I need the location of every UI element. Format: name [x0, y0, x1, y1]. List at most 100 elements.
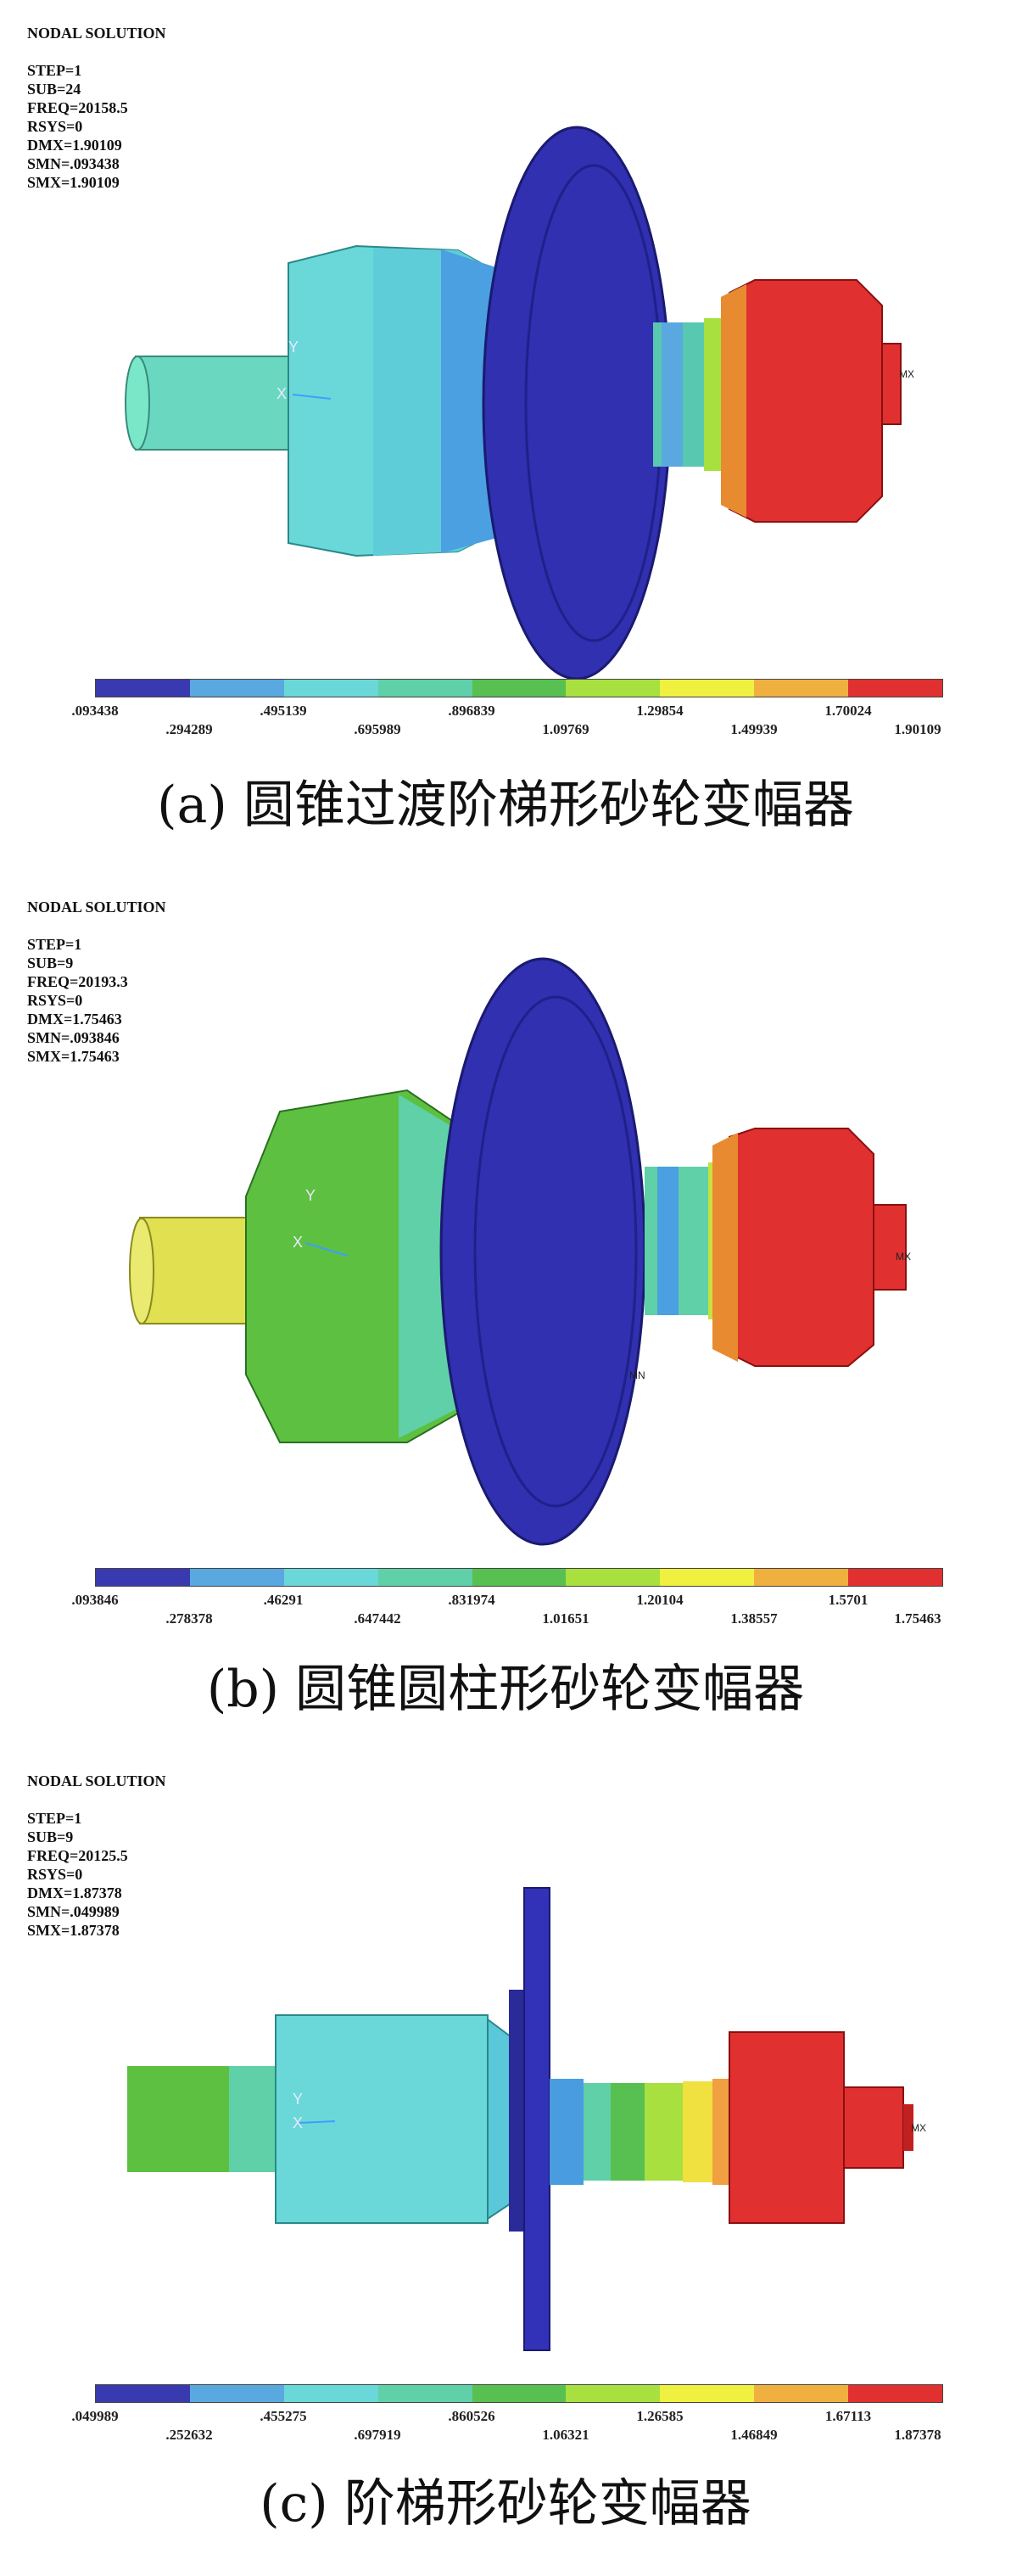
- info-dmx: DMX=1.90109: [27, 137, 122, 154]
- legend-swatch: [96, 680, 190, 697]
- collar: [729, 1128, 874, 1367]
- caption-c: (c) 阶梯形砂轮变幅器: [260, 2474, 751, 2534]
- tick: 1.75463: [894, 1610, 941, 1627]
- info-step: STEP=1: [27, 936, 82, 953]
- legend-ticks-c: .049989 .455275 .860526 1.26585 1.67113 …: [71, 2408, 943, 2450]
- shaft-right-band-3: [645, 2083, 683, 2181]
- legend-swatch: [472, 1569, 567, 1586]
- disc-ring: [473, 995, 638, 1508]
- tick: 1.49939: [730, 721, 778, 737]
- disc-back: [509, 1990, 528, 2232]
- tick: .647442: [354, 1610, 401, 1627]
- info-smx: SMX=1.90109: [27, 174, 120, 191]
- info-dmx: DMX=1.75463: [27, 1011, 122, 1028]
- legend-swatch: [377, 2385, 472, 2402]
- caption-a: (a) 圆锥过渡阶梯形砂轮变幅器: [157, 776, 854, 835]
- legend-swatch: [472, 2385, 567, 2402]
- legend-swatch: [189, 680, 284, 697]
- collar: [729, 2031, 845, 2224]
- legend-swatch: [566, 1569, 661, 1586]
- shaft-right-band-1: [550, 2079, 584, 2185]
- info-title: NODAL SOLUTION: [27, 25, 166, 42]
- legend-swatch: [660, 2385, 755, 2402]
- shaft-right-band-2: [611, 2083, 645, 2181]
- collar: [729, 279, 883, 523]
- shaft-right-band-4: [683, 2081, 712, 2182]
- collar-taper: [712, 1133, 738, 1362]
- legend-swatch: [848, 2385, 943, 2402]
- tick: 1.46849: [730, 2427, 778, 2443]
- legend-swatch: [754, 2385, 849, 2402]
- legend-swatch: [283, 2385, 378, 2402]
- info-title: NODAL SOLUTION: [27, 1772, 166, 1789]
- color-legend-c: [95, 2384, 943, 2403]
- info-rsys: RSYS=0: [27, 992, 83, 1009]
- info-sub: SUB=24: [27, 81, 81, 98]
- info-step: STEP=1: [27, 1810, 82, 1827]
- info-sub: SUB=9: [27, 955, 74, 972]
- horn-model-c: Y X MX: [127, 1887, 926, 2351]
- horn-model-a: Y X MX: [125, 126, 914, 679]
- tip-end: [903, 2104, 913, 2151]
- mx-label: MX: [899, 368, 914, 380]
- info-freq: FREQ=20125.5: [27, 1847, 128, 1864]
- legend-swatch: [283, 680, 378, 697]
- tick: 1.09769: [542, 721, 589, 737]
- tick: 1.87378: [894, 2427, 941, 2443]
- legend-swatch: [377, 1569, 472, 1586]
- tick: .093438: [71, 703, 119, 719]
- info-dmx: DMX=1.87378: [27, 1884, 122, 1901]
- legend-swatch: [660, 1569, 755, 1586]
- axis-x-label: X: [293, 2114, 303, 2131]
- shaft-left: [135, 356, 298, 451]
- tick: 1.26585: [636, 2408, 684, 2424]
- shaft-left-end: [125, 356, 150, 451]
- legend-swatch: [96, 2385, 190, 2402]
- tick: .049989: [71, 2408, 119, 2424]
- horn-model-b: Y X MX MN: [129, 957, 911, 1546]
- legend-swatch: [189, 1569, 284, 1586]
- axis-line: [304, 1242, 349, 1257]
- info-smx: SMX=1.87378: [27, 1922, 120, 1939]
- info-rsys: RSYS=0: [27, 1866, 83, 1883]
- shaft-left-band: [229, 2066, 280, 2172]
- shaft-right-band-1: [657, 1167, 679, 1315]
- axis-line: [292, 394, 332, 400]
- info-smx: SMX=1.75463: [27, 1048, 120, 1065]
- tip: [881, 343, 902, 425]
- info-step: STEP=1: [27, 62, 82, 79]
- axis-y-label: Y: [293, 2091, 303, 2108]
- solution-info-a: NODAL SOLUTION STEP=1 SUB=24 FREQ=20158.…: [27, 24, 166, 192]
- legend-swatch: [660, 680, 755, 697]
- legend-swatch: [566, 680, 661, 697]
- legend-swatch: [754, 1569, 849, 1586]
- legend-swatch: [377, 680, 472, 697]
- tip: [873, 1204, 907, 1291]
- tick: .252632: [165, 2427, 213, 2443]
- tick: .896839: [448, 703, 495, 719]
- panel-b: NODAL SOLUTION STEP=1 SUB=9 FREQ=20193.3…: [0, 874, 1011, 1731]
- tick: 1.67113: [824, 2408, 872, 2424]
- info-smn: SMN=.093438: [27, 155, 120, 172]
- color-legend-a: [95, 679, 943, 697]
- legend-swatch: [754, 680, 849, 697]
- mx-label: MX: [896, 1251, 911, 1263]
- tick: .860526: [448, 2408, 495, 2424]
- disc: [482, 126, 672, 679]
- panel-c: NODAL SOLUTION STEP=1 SUB=9 FREQ=20125.5…: [0, 1748, 1011, 2576]
- shaft-right-band-1: [662, 322, 683, 467]
- legend-swatch: [96, 1569, 190, 1586]
- collar-taper: [721, 284, 746, 518]
- panel-a: NODAL SOLUTION STEP=1 SUB=24 FREQ=20158.…: [0, 0, 1011, 865]
- tick: 1.90109: [894, 721, 941, 737]
- shaft-left-end: [129, 1218, 154, 1324]
- legend-ticks-a: .093438 .495139 .896839 1.29854 1.70024 …: [71, 703, 943, 745]
- color-legend-b: [95, 1568, 943, 1587]
- tick: 1.38557: [730, 1610, 778, 1627]
- disc: [439, 957, 646, 1546]
- tick: .695989: [354, 721, 401, 737]
- mn-label: MN: [629, 1369, 645, 1381]
- disc: [523, 1887, 550, 2351]
- tick: .46291: [263, 1592, 304, 1608]
- legend-swatch: [189, 2385, 284, 2402]
